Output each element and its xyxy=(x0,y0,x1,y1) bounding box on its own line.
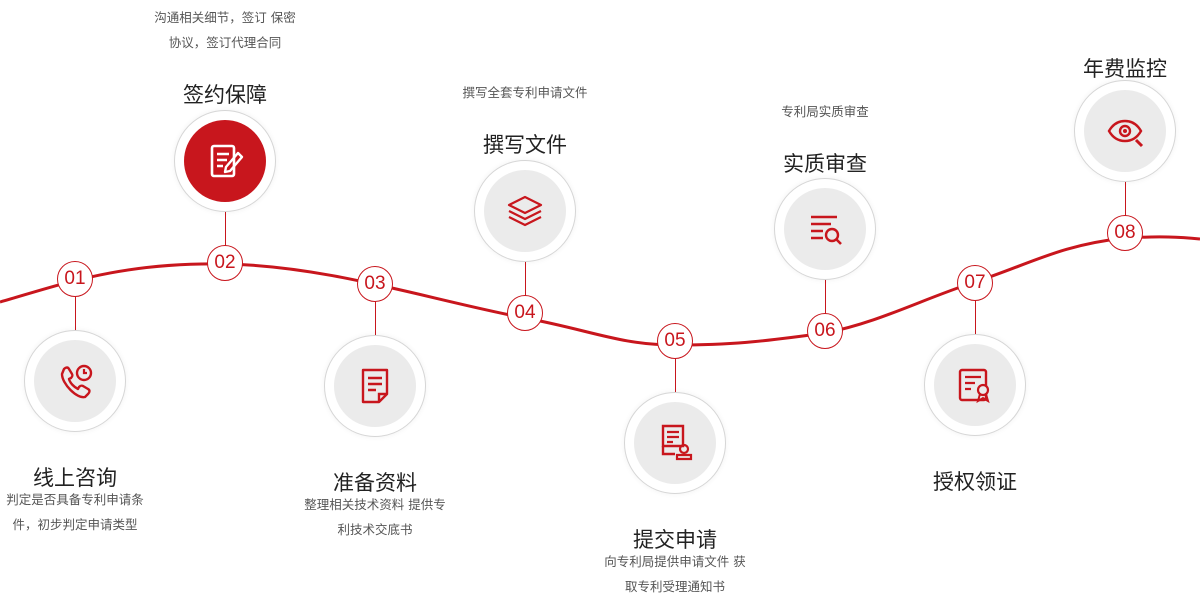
step-connector xyxy=(675,358,676,393)
step-description-line: 沟通相关细节，签订 保密 xyxy=(154,10,296,25)
step-description: 专利局实质审查 xyxy=(745,99,905,124)
step-description-line: 利技术交底书 xyxy=(337,522,413,537)
step-icon-disc xyxy=(634,402,716,484)
step-title: 撰写文件 xyxy=(483,133,567,157)
step-icon-circle[interactable] xyxy=(924,334,1026,436)
step-number-badge: 08 xyxy=(1107,215,1143,251)
step-description-line: 件，初步判定申请类型 xyxy=(12,517,138,532)
step-icon-disc xyxy=(334,345,416,427)
document-icon xyxy=(361,368,389,404)
step-icon-disc xyxy=(184,120,266,202)
step-title: 实质审查 xyxy=(783,152,867,176)
step-description: 撰写全套专利申请文件 xyxy=(445,80,605,105)
step-number-badge: 07 xyxy=(957,265,993,301)
contract-sign-icon xyxy=(210,144,244,178)
step-icon-disc xyxy=(484,170,566,252)
step-title: 线上咨询 xyxy=(33,466,117,490)
step-number-badge: 05 xyxy=(657,323,693,359)
stamp-document-icon xyxy=(661,424,693,461)
step-icon-disc xyxy=(934,344,1016,426)
step-connector xyxy=(525,261,526,296)
layers-icon xyxy=(507,195,543,227)
step-icon-disc xyxy=(1084,90,1166,172)
phone-clock-icon xyxy=(60,364,93,399)
step-description-line: 撰写全套专利申请文件 xyxy=(462,85,588,100)
step-connector xyxy=(225,211,226,246)
step-icon-circle[interactable] xyxy=(774,178,876,280)
step-number-badge: 03 xyxy=(357,266,393,302)
step-number-badge: 06 xyxy=(807,313,843,349)
step-icon-circle[interactable] xyxy=(624,392,726,494)
step-icon-circle[interactable] xyxy=(1074,80,1176,182)
step-description: 判定是否具备专利申请条件，初步判定申请类型 xyxy=(0,487,155,537)
step-description-line: 取专利受理通知书 xyxy=(624,579,725,594)
step-connector xyxy=(75,296,76,331)
step-title: 授权领证 xyxy=(933,470,1017,494)
step-description-line: 专利局实质审查 xyxy=(781,104,869,119)
step-icon-circle[interactable] xyxy=(24,330,126,432)
eye-search-icon xyxy=(1107,119,1144,148)
step-description-line: 整理相关技术资料 提供专 xyxy=(304,497,446,512)
certificate-icon xyxy=(958,368,990,404)
step-icon-circle[interactable] xyxy=(324,335,426,437)
step-icon-circle[interactable] xyxy=(474,160,576,262)
step-description-line: 协议，签订代理合同 xyxy=(168,35,282,50)
step-icon-disc xyxy=(34,340,116,422)
step-title: 年费监控 xyxy=(1083,57,1167,81)
step-description: 整理相关技术资料 提供专利技术交底书 xyxy=(295,492,455,542)
step-title: 准备资料 xyxy=(333,471,417,495)
step-description: 沟通相关细节，签订 保密协议，签订代理合同 xyxy=(145,5,305,55)
step-number-badge: 01 xyxy=(57,261,93,297)
step-description-line: 向专利局提供申请文件 获 xyxy=(604,554,746,569)
step-number-badge: 02 xyxy=(207,245,243,281)
step-connector xyxy=(825,279,826,314)
step-title: 签约保障 xyxy=(183,83,267,107)
step-icon-circle[interactable] xyxy=(174,110,276,212)
step-description: 向专利局提供申请文件 获取专利受理通知书 xyxy=(595,549,755,599)
step-connector xyxy=(975,300,976,335)
step-connector xyxy=(1125,181,1126,216)
step-number-badge: 04 xyxy=(507,295,543,331)
step-icon-disc xyxy=(784,188,866,270)
step-connector xyxy=(375,301,376,336)
step-description-line: 判定是否具备专利申请条 xyxy=(6,492,144,507)
step-title: 提交申请 xyxy=(633,528,717,552)
list-search-icon xyxy=(811,215,842,245)
